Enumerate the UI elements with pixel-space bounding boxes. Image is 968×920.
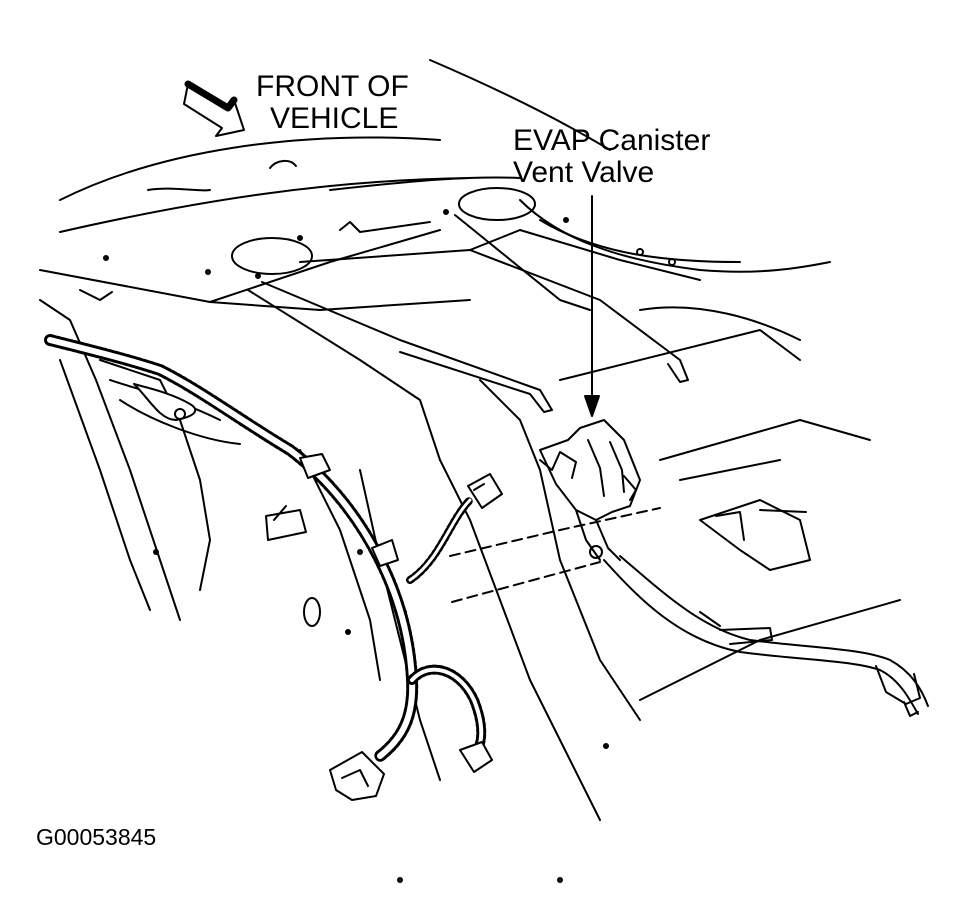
mounting-bracket [639, 419, 901, 701]
evap-vent-valve [539, 419, 641, 561]
wiring-harness [44, 334, 487, 765]
front-direction-arrow [183, 80, 245, 137]
floor-pan-panel [39, 59, 831, 461]
alignment-lines [449, 507, 661, 603]
callout-leader-arrow [584, 195, 600, 417]
callout-line1: EVAP Canister [513, 124, 711, 157]
evap-callout-label: EVAP Canister Vent Valve [513, 126, 710, 190]
callout-line2: Vent Valve [513, 156, 655, 189]
front-label-line1: FRONT OF [256, 70, 409, 103]
front-of-vehicle-label: FRONT OF VEHICLE [256, 72, 409, 134]
harness-connectors [329, 473, 503, 801]
figure-id: G00053845 [36, 824, 157, 850]
front-label-line2: VEHICLE [270, 102, 399, 135]
vent-hose [603, 555, 929, 717]
